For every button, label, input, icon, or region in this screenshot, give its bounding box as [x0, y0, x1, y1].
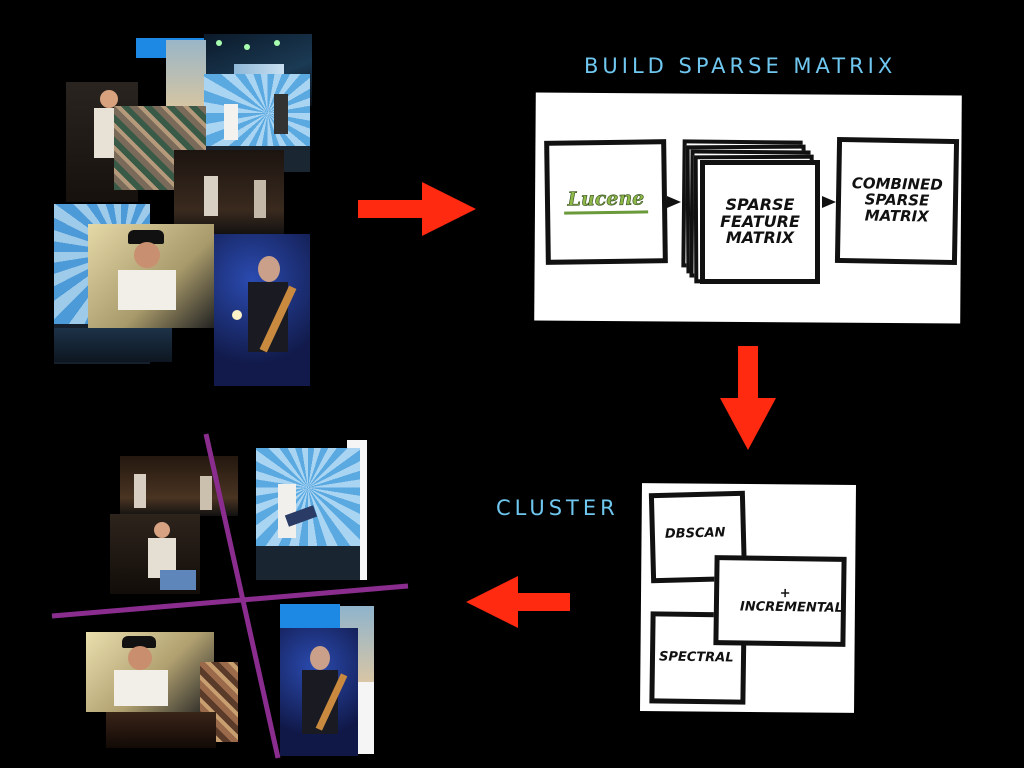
cluster4-photo-white-edge [356, 682, 374, 754]
cluster3-photo-hat-guy [86, 632, 214, 712]
collage-photo-guitarist [214, 234, 310, 386]
cluster-divider-lines [51, 433, 409, 759]
sparse-feature-matrix-box: SPARSE FEATURE MATRIX [700, 160, 820, 284]
collage-photo-blonde [166, 40, 206, 112]
cluster1-photo-singer [110, 514, 200, 594]
combined-sparse-matrix-label: COMBINED SPARSE MATRIX [851, 174, 943, 226]
dbscan-label: DBSCAN [664, 525, 726, 542]
cluster2-photo-sunburst [256, 448, 360, 580]
photo-collage-input [54, 34, 312, 386]
collage-photo-stage-base [54, 328, 172, 362]
collage-photo-church-stage [174, 150, 284, 236]
cluster3-photo-dark-crowd [106, 712, 216, 748]
cluster4-photo-guitarist [280, 628, 358, 756]
arrow-right [358, 182, 476, 236]
cluster-heading: CLUSTER [496, 496, 619, 520]
build-heading: BUILD SPARSE MATRIX [584, 54, 897, 78]
arrow-down [720, 346, 776, 450]
sparse-feature-matrix-label: SPARSE FEATURE MATRIX [720, 194, 800, 248]
incremental-label: + INCREMENTAL [739, 586, 844, 616]
small-arrow-2 [822, 196, 836, 208]
small-arrow-1 [667, 196, 681, 208]
arrow-left [466, 576, 570, 628]
spectral-label: SPECTRAL [658, 649, 734, 666]
collage-photo-hat-guy [88, 224, 214, 328]
cluster4-photo-blue-tile [280, 604, 340, 630]
cluster1-photo-stage-small [160, 570, 196, 590]
lucene-logo: Lucene [563, 187, 649, 216]
photo-collage-clustered [50, 432, 410, 762]
lucene-box: Lucene [544, 139, 668, 265]
combined-sparse-matrix-box: COMBINED SPARSE MATRIX [834, 136, 960, 266]
incremental-box: + INCREMENTAL [713, 555, 847, 647]
